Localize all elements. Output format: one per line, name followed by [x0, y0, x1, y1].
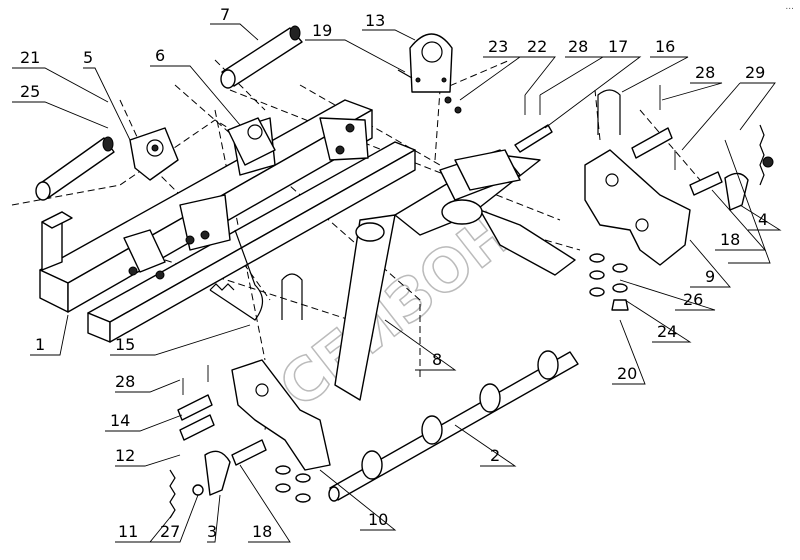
callout-15: 15: [115, 335, 135, 354]
callout-8: 8: [432, 350, 442, 369]
callout-7: 7: [220, 5, 230, 24]
callout-14: 14: [110, 411, 130, 430]
callout-6: 6: [155, 46, 165, 65]
callout-12: 12: [115, 446, 135, 465]
callout-labels: 21 5 25 6 7 19 13 23 22 28 17 16 28 29 1…: [20, 5, 768, 541]
washers-right: [589, 253, 629, 311]
plate-9: [584, 149, 691, 266]
callout-21: 21: [20, 48, 40, 67]
ubolt-16: [597, 89, 621, 135]
callout-22: 22: [527, 37, 547, 56]
pins-14-28-left: [177, 365, 215, 441]
callout-11: 11: [118, 522, 138, 541]
latch-4: [724, 156, 774, 211]
callout-10: 10: [368, 510, 388, 529]
callout-9: 9: [705, 267, 715, 286]
callout-28-top: 28: [568, 37, 588, 56]
callout-17: 17: [608, 37, 628, 56]
corner-mark: ...: [785, 2, 794, 12]
clamp-13: [409, 33, 453, 93]
callout-25: 25: [20, 82, 40, 101]
shaft-2: [328, 350, 579, 502]
bolt-19: [397, 69, 413, 79]
callout-13: 13: [365, 11, 385, 30]
ubolt-left-mid: [281, 273, 303, 320]
leader-lines: [12, 23, 782, 543]
callout-24: 24: [657, 322, 677, 341]
latch-3: [192, 450, 231, 496]
callout-23: 23: [488, 37, 508, 56]
callout-4: 4: [758, 210, 768, 229]
spring-29: [759, 124, 765, 186]
callout-27: 27: [160, 522, 180, 541]
washers-left: [275, 465, 311, 503]
callout-3: 3: [207, 522, 217, 541]
callout-5: 5: [83, 48, 93, 67]
callout-26: 26: [683, 290, 703, 309]
callout-29: 29: [745, 63, 765, 82]
callout-19: 19: [312, 21, 332, 40]
callout-28-right: 28: [695, 63, 715, 82]
bracket-5: [129, 127, 179, 181]
callout-18-left: 18: [252, 522, 272, 541]
pin-25: [35, 136, 115, 201]
pins-22-28: [514, 95, 553, 153]
pins-28-29-right: [631, 85, 723, 196]
sleeve-17: [454, 149, 521, 191]
callout-2: 2: [490, 446, 500, 465]
spring-11: [169, 469, 176, 519]
pin-7: [220, 25, 303, 89]
callout-20: 20: [617, 364, 637, 383]
frame-beam: [39, 99, 416, 343]
callout-16: 16: [655, 37, 675, 56]
callout-18-right: 18: [720, 230, 740, 249]
bracket-6: [227, 117, 276, 166]
callout-28-left: 28: [115, 372, 135, 391]
pin-18-left: [231, 439, 267, 466]
ubolt-15: [209, 229, 264, 321]
plate-10: [231, 359, 331, 471]
callout-1: 1: [35, 335, 45, 354]
nut-23: [444, 96, 462, 114]
